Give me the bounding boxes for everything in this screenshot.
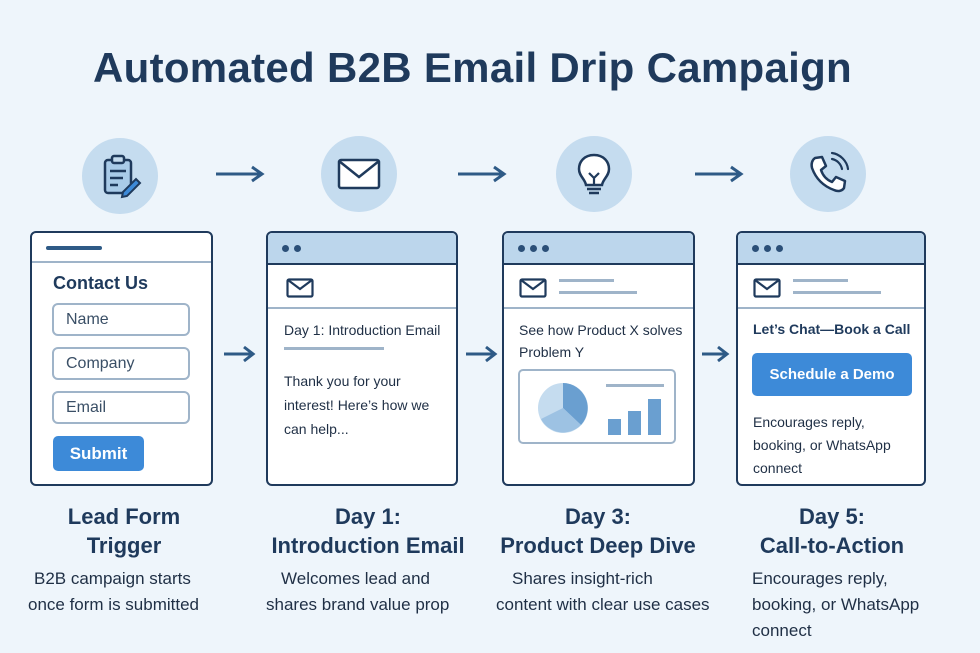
email-body-line: Thank you for your [284,373,401,389]
description-line: shares brand value prop [266,595,450,614]
window-dot [764,244,771,252]
window-dot [752,244,759,252]
arrow-right-icon [466,345,498,363]
window-titlebar [268,233,456,265]
submit-button[interactable]: Submit [53,436,144,471]
text-placeholder-line [793,291,881,294]
step-3-title: Day 3: Product Deep Dive [488,502,708,560]
description-line: Welcomes lead and [281,569,430,588]
step-title-line: Product Deep Dive [500,533,696,558]
subject-underline [284,347,384,350]
step-title-line: Lead Form [67,504,181,529]
text-placeholder-line [793,279,848,282]
envelope-icon [286,278,314,298]
window-dot [282,244,289,252]
description-line: content with clear use cases [496,595,710,614]
arrow-right-icon [702,345,730,363]
step-1-title: Lead Form Trigger [24,502,224,560]
cta-email-card: Let’s Chat—Book a Call Schedule a Demo E… [736,231,926,486]
envelope-icon [337,158,381,190]
email-body-line: connect [753,460,803,476]
card-divider [32,261,211,263]
window-dot [776,244,783,252]
company-input[interactable]: Company [52,347,190,380]
window-titlebar [738,233,924,265]
step-title-line: Day 5: [798,504,866,529]
step-2-icon-badge [321,136,397,212]
arrow-right-icon [458,165,507,183]
page-title: Automated B2B Email Drip Campaign [92,44,852,91]
window-titlebar [504,233,693,265]
product-email-card: See how Product X solves Problem Y [502,231,695,486]
arrow-right-icon [224,345,256,363]
envelope-icon [519,278,547,298]
email-subject: Day 1: Introduction Email [284,322,441,338]
window-dot [530,244,537,252]
email-subject: Let’s Chat—Book a Call [753,321,911,337]
step-4-icon-badge [790,136,866,212]
step-title-line: Trigger [86,533,162,558]
clipboard-pen-icon [103,154,142,199]
step-4-description: Encourages reply, booking, or WhatsApp c… [752,566,972,644]
description-line: Shares insight-rich [512,569,653,588]
contact-form-card: Contact Us Name Company Email Submit [30,231,213,486]
email-input[interactable]: Email [52,391,190,424]
step-1-description: B2B campaign starts once form is submitt… [28,566,228,618]
email-body-line: Encourages reply, [753,414,865,430]
card-divider [268,307,456,309]
card-divider [504,307,693,309]
window-dot [294,244,301,252]
description-line: booking, or WhatsApp [752,595,920,614]
step-title-line: Call-to-Action [759,533,905,558]
step-2-title: Day 1: Introduction Email [248,502,488,560]
text-placeholder-line [559,279,614,282]
window-dot [518,244,525,252]
step-4-title: Day 5: Call-to-Action [722,502,942,560]
description-line: B2B campaign starts [34,569,191,588]
window-dot [542,244,549,252]
description-line: connect [752,621,812,640]
email-body-line: can help... [284,421,349,437]
name-input[interactable]: Name [52,303,190,336]
intro-email-card: Day 1: Introduction Email Thank you for … [266,231,458,486]
phone-icon [810,151,850,193]
step-title-line: Introduction Email [271,533,465,558]
card-divider [738,307,924,309]
bar-chart-icon [608,399,661,435]
step-3-description: Shares insight-rich content with clear u… [496,566,741,618]
email-body-line: booking, or WhatsApp [753,437,891,453]
lightbulb-icon [577,153,611,195]
description-line: Encourages reply, [752,569,888,588]
email-body-line: interest! Here’s how we [284,397,430,413]
card-header-line [46,246,102,250]
text-placeholder-line [559,291,637,294]
description-line: once form is submitted [28,595,200,614]
step-title-line: Day 1: [334,504,402,529]
pie-chart-icon [538,383,588,433]
email-subject-line: See how Product X solves [519,322,683,338]
envelope-icon [753,278,781,298]
step-title-line: Day 3: [564,504,632,529]
chart-line [606,384,664,387]
step-3-icon-badge [556,136,632,212]
arrow-right-icon [695,165,744,183]
email-subject-line: Problem Y [519,344,585,360]
schedule-demo-button[interactable]: Schedule a Demo [752,353,912,396]
step-1-icon-badge [82,138,158,214]
chart-illustration [518,369,676,444]
step-2-description: Welcomes lead and shares brand value pro… [266,566,481,618]
arrow-right-icon [216,165,265,183]
form-heading: Contact Us [53,273,149,293]
